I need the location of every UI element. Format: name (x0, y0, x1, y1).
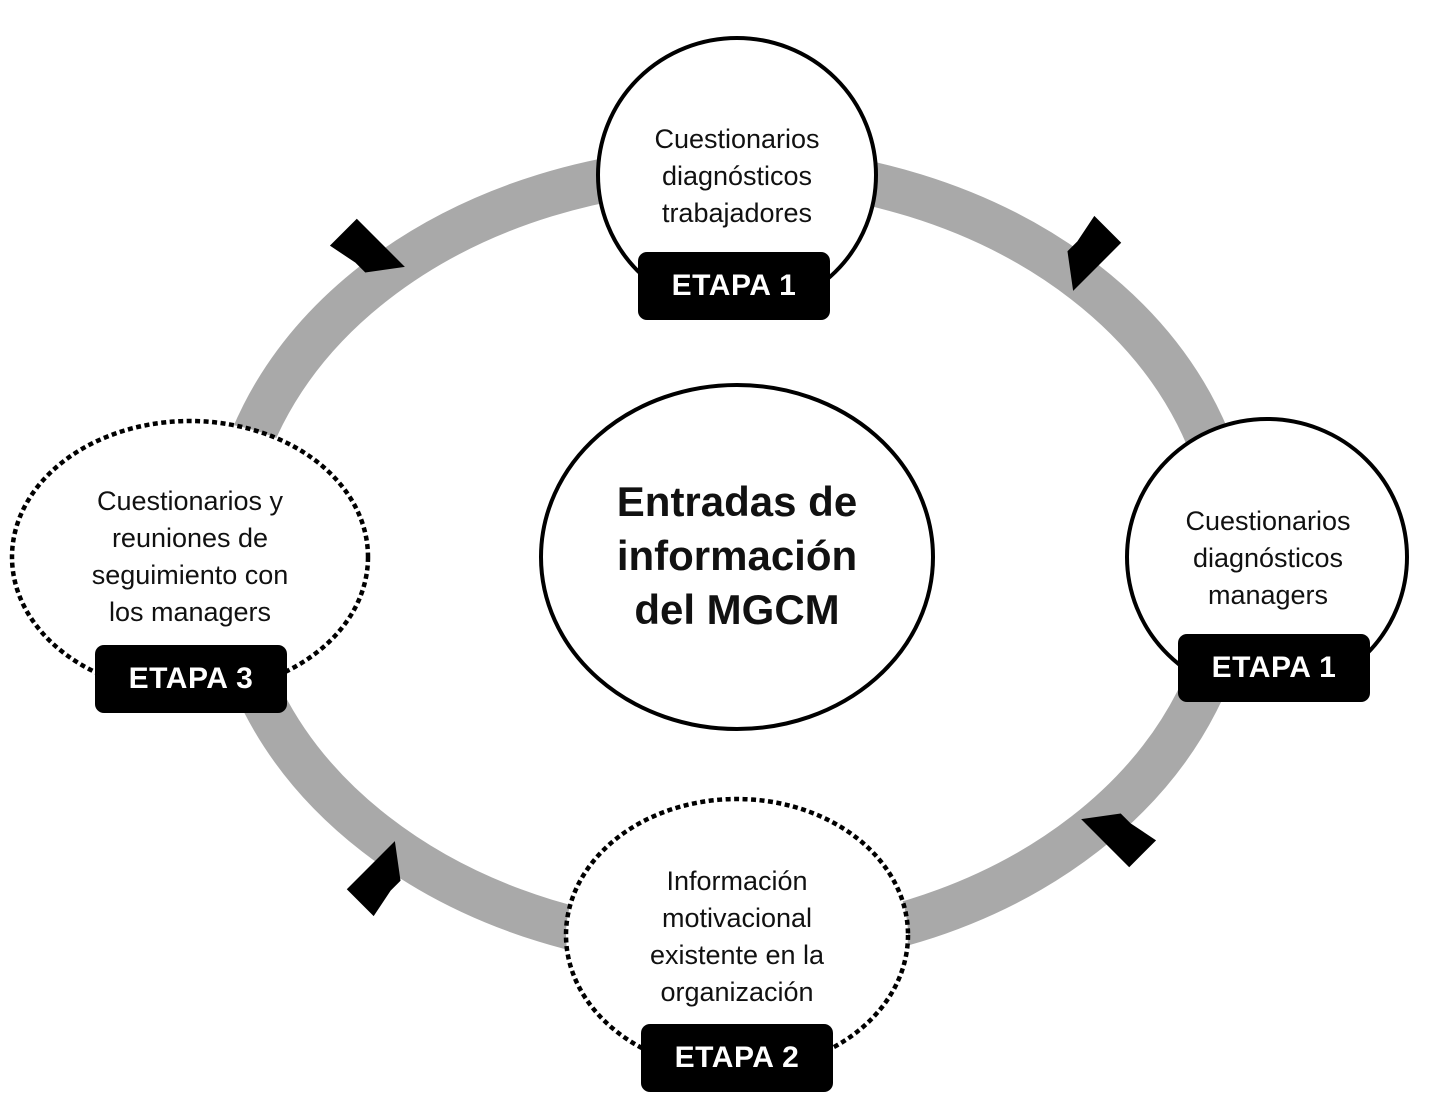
center-circle (539, 383, 935, 731)
center-title: Entradas de información del MGCM (616, 478, 858, 633)
node-text-right: Cuestionarios diagnósticos managers (1185, 505, 1351, 610)
cycle-arrow-top-left (329, 218, 405, 273)
cycle-arrow-bottom-right (1081, 813, 1157, 868)
stage-badge-left: ETAPA 3 (95, 645, 287, 713)
node-text-bottom: Información motivacional existente en la… (649, 866, 825, 1007)
stage-badge-bottom: ETAPA 2 (641, 1024, 833, 1092)
cycle-arrow-bottom-left (346, 841, 401, 917)
cycle-arrow-top-right (1067, 215, 1122, 291)
node-text-top: Cuestionarios diagnósticos trabajadores (654, 123, 820, 228)
stage-badge-top: ETAPA 1 (638, 252, 830, 320)
stage-badge-right: ETAPA 1 (1178, 634, 1370, 702)
node-text-left: Cuestionarios y reuniones de seguimiento… (91, 486, 289, 627)
